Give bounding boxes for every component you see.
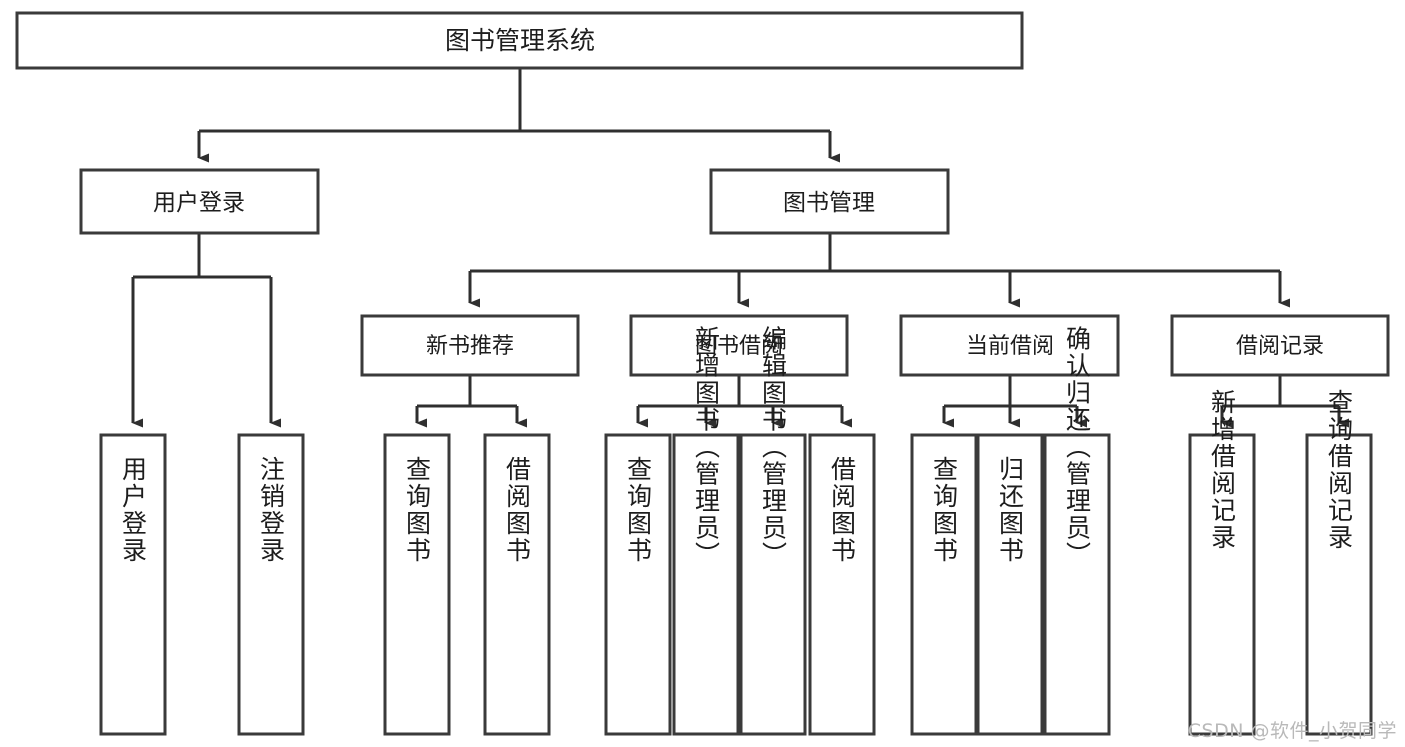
node-current-borrow-label: 当前借阅 [966, 334, 1054, 359]
node-current-borrow-box[interactable] [899, 314, 1120, 377]
node-leaf-edit-book[interactable]: 编辑图书（管理员） [739, 326, 807, 736]
node-leaf-query-book-2[interactable]: 查询图书 [604, 433, 672, 736]
node-new-book-recommend[interactable]: 新书推荐 [360, 314, 580, 377]
node-leaf-add-record-box[interactable] [1188, 433, 1256, 736]
node-root-label: 图书管理系统 [445, 26, 595, 55]
node-leaf-query-record-box[interactable] [1305, 433, 1373, 736]
node-leaf-add-record[interactable]: 新增借阅记录 [1188, 389, 1256, 736]
node-leaf-user-logout-box[interactable] [237, 433, 305, 736]
node-user-login-box[interactable] [79, 168, 320, 235]
node-leaf-borrow-book-2[interactable]: 借阅图书 [808, 433, 876, 736]
node-leaf-confirm-return[interactable]: 确认归还（管理员） [1043, 326, 1111, 736]
node-leaf-edit-book-label: 编辑图书（管理员） [759, 326, 788, 569]
node-leaf-user-logout[interactable]: 注销登录 [237, 433, 305, 736]
node-current-borrow[interactable]: 当前借阅 [899, 314, 1120, 377]
node-root[interactable]: 图书管理系统 [15, 11, 1024, 70]
node-leaf-query-record[interactable]: 查询借阅记录 [1305, 389, 1373, 736]
node-leaf-query-book-1[interactable]: 查询图书 [383, 433, 451, 736]
node-leaf-query-record-label: 查询借阅记录 [1325, 389, 1354, 551]
node-leaf-return-book-label: 归还图书 [996, 456, 1025, 564]
node-leaf-borrow-book-1-label: 借阅图书 [503, 456, 532, 564]
edge-group [131, 68, 1349, 428]
node-borrow-record-box[interactable] [1170, 314, 1390, 377]
node-root-box[interactable] [15, 11, 1024, 70]
node-leaf-user-logout-label: 注销登录 [257, 456, 286, 564]
node-leaf-add-record-label: 新增借阅记录 [1208, 389, 1237, 551]
node-new-book-recommend-label: 新书推荐 [426, 334, 514, 359]
node-borrow-record-label: 借阅记录 [1236, 334, 1324, 359]
node-user-login[interactable]: 用户登录 [79, 168, 320, 235]
node-leaf-confirm-return-label: 确认归还（管理员） [1063, 326, 1092, 569]
node-book-manage-label: 图书管理 [783, 190, 875, 216]
node-leaf-return-book[interactable]: 归还图书 [976, 433, 1044, 736]
node-leaf-query-book-3[interactable]: 查询图书 [910, 433, 978, 736]
node-borrow-record[interactable]: 借阅记录 [1170, 314, 1390, 377]
node-book-borrow-label: 图书借阅 [695, 334, 783, 359]
node-leaf-user-login[interactable]: 用户登录 [99, 433, 167, 736]
node-leaf-user-login-label: 用户登录 [119, 456, 148, 564]
node-leaf-query-book-2-label: 查询图书 [624, 456, 653, 564]
node-book-borrow-box[interactable] [629, 314, 849, 377]
node-book-manage[interactable]: 图书管理 [709, 168, 950, 235]
node-leaf-query-book-1-label: 查询图书 [403, 456, 432, 564]
node-leaf-query-book-3-label: 查询图书 [930, 456, 959, 564]
node-leaf-borrow-book-1[interactable]: 借阅图书 [483, 433, 551, 736]
node-leaf-add-book[interactable]: 新增图书（管理员） [672, 326, 740, 736]
node-leaf-return-book-box[interactable] [976, 433, 1044, 736]
watermark-text: CSDN @软件_小贺同学 [1187, 720, 1397, 742]
node-leaf-add-book-box[interactable] [672, 433, 740, 736]
node-user-login-label: 用户登录 [153, 190, 245, 216]
node-leaf-query-book-2-box[interactable] [604, 433, 672, 736]
node-leaf-borrow-book-1-box[interactable] [483, 433, 551, 736]
node-book-borrow[interactable]: 图书借阅 [629, 314, 849, 377]
node-leaf-query-book-1-box[interactable] [383, 433, 451, 736]
node-leaf-borrow-book-2-box[interactable] [808, 433, 876, 736]
node-leaf-edit-book-box[interactable] [739, 433, 807, 736]
node-leaf-confirm-return-box[interactable] [1043, 433, 1111, 736]
node-leaf-query-book-3-box[interactable] [910, 433, 978, 736]
node-leaf-user-login-box[interactable] [99, 433, 167, 736]
node-book-manage-box[interactable] [709, 168, 950, 235]
node-new-book-recommend-box[interactable] [360, 314, 580, 377]
node-leaf-add-book-label: 新增图书（管理员） [692, 326, 721, 569]
node-leaf-borrow-book-2-label: 借阅图书 [828, 456, 857, 564]
